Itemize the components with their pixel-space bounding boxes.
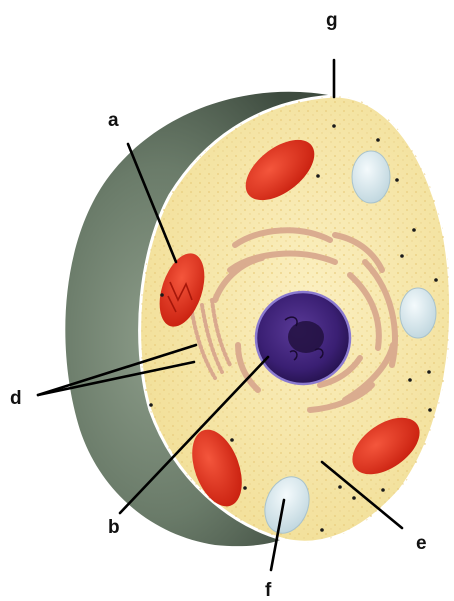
vacuole-right [400, 288, 436, 338]
label-g: g [326, 10, 338, 31]
vacuole-top-right [352, 151, 390, 203]
nucleus [256, 292, 350, 384]
label-e: e [416, 533, 427, 554]
label-f: f [265, 580, 272, 601]
label-a: a [108, 110, 119, 131]
label-d: d [10, 388, 22, 409]
label-b: b [108, 517, 120, 538]
